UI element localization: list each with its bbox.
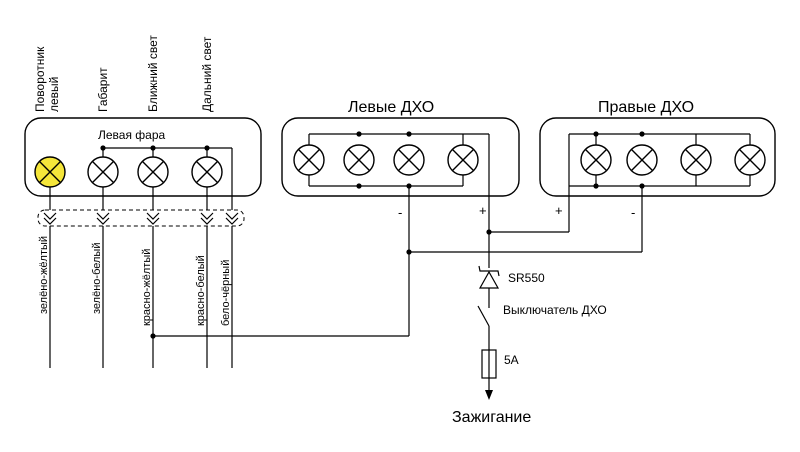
right-drl-minus: - [631, 205, 635, 220]
left-drl-lamp-3 [393, 144, 425, 176]
left-drl-title: Левые ДХО [348, 99, 434, 116]
left-drl-plus: + [479, 203, 487, 218]
diode-sr550: SR550 [478, 265, 545, 302]
fuse-label: 5А [504, 353, 519, 367]
label-turn-signal-line1: Поворотник [33, 46, 47, 112]
label-turn-signal-line2: левый [47, 77, 61, 112]
left-drl-lamp-4 [447, 144, 479, 176]
ignition-label: Зажигание [452, 409, 531, 426]
label-high-beam: Дальний свет [200, 36, 214, 112]
right-drl-plus: + [555, 203, 563, 218]
wire-label-red-white: красно-белый [195, 255, 207, 326]
headlight-column-labels: Поворотник левый Габарит Ближний свет Да… [33, 35, 214, 112]
left-drl: Левые ДХО [281, 99, 520, 328]
headlight-connector [37, 209, 245, 227]
left-drl-lamp-2 [343, 144, 375, 176]
right-drl-lamp-1 [580, 144, 612, 176]
headlight-title: Левая фара [98, 128, 166, 142]
right-drl-title: Правые ДХО [598, 99, 694, 116]
drl-switch: Выключатель ДХО [477, 302, 607, 350]
left-drl-lamp-1 [293, 144, 325, 176]
label-low-beam: Ближний свет [146, 35, 160, 112]
interconnect-wires [153, 229, 642, 337]
wire-label-red-yellow: красно-жёлтый [141, 249, 153, 326]
right-drl-lamp-3 [680, 144, 712, 176]
parking-light-lamp [87, 156, 119, 188]
left-drl-housing [281, 117, 520, 197]
right-drl-housing [539, 117, 776, 197]
right-drl-lamp-4 [734, 144, 766, 176]
label-parking-light: Габарит [96, 67, 110, 112]
right-drl: Правые ДХО [539, 99, 776, 252]
switch-label: Выключатель ДХО [503, 303, 607, 317]
left-headlight: Поворотник левый Габарит Ближний свет Да… [24, 35, 262, 368]
high-beam-lamp [191, 156, 223, 188]
left-drl-minus: - [398, 205, 402, 220]
fuse-5a: 5А [481, 349, 519, 400]
diode-label: SR550 [508, 271, 545, 285]
turn-signal-lamp [34, 156, 66, 188]
low-beam-lamp [137, 156, 169, 188]
wire-label-green-yellow: зелёно-жёлтый [38, 236, 50, 314]
wire-label-green-white: зелёно-белый [91, 243, 103, 314]
right-drl-lamp-2 [626, 144, 658, 176]
headlight-housing [24, 117, 262, 197]
wire-label-white-black: бело-чёрный [220, 260, 232, 326]
wire-labels: зелёно-жёлтый зелёно-белый красно-жёлтый… [38, 236, 232, 326]
connector-pins [43, 212, 239, 225]
